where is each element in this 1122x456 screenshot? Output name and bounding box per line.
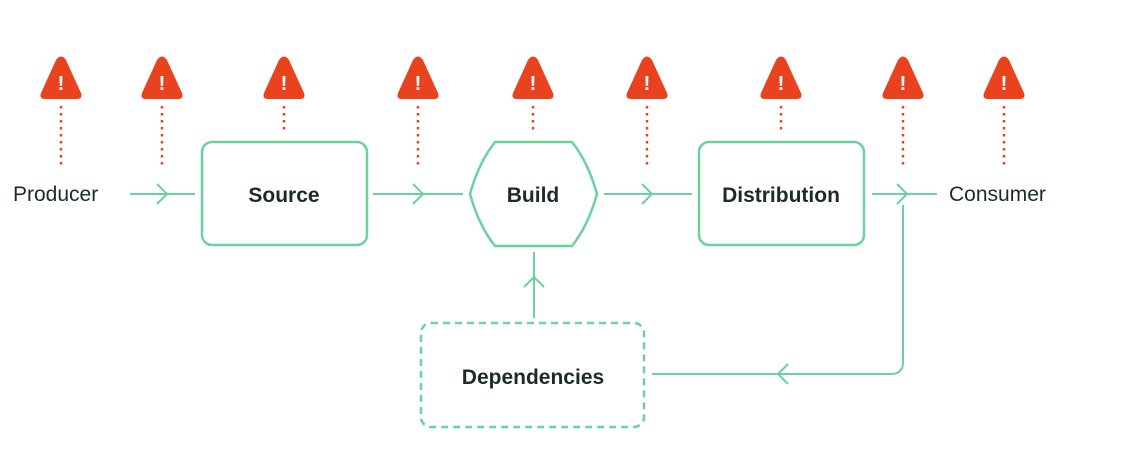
warning-mark: ! — [1001, 73, 1008, 95]
threat-distribution-consumer: ! — [882, 56, 924, 165]
threat-markers: ! ! ! ! ! ! ! — [40, 56, 1025, 165]
warning-mark: ! — [159, 73, 166, 95]
node-build: Build — [468, 140, 599, 248]
threat-producer-source: ! — [141, 56, 183, 165]
node-distribution-label: Distribution — [722, 184, 840, 207]
flow-distribution-consumer — [872, 183, 937, 205]
warning-triangle-icon — [397, 56, 439, 99]
flow-producer-source — [130, 183, 195, 205]
warning-triangle-icon — [141, 56, 183, 99]
warning-triangle-icon — [983, 56, 1025, 99]
threat-source: ! — [263, 56, 305, 130]
node-source-label: Source — [248, 184, 319, 207]
warning-triangle-icon — [760, 56, 802, 99]
arrow-right-icon — [412, 183, 425, 205]
threat-source-build: ! — [397, 56, 439, 165]
flow-distribution-dependencies — [652, 205, 904, 385]
arrow-right-icon — [896, 183, 909, 205]
node-source: Source — [200, 140, 369, 247]
nodes: Source Build Distribution Dependencies — [200, 140, 866, 429]
arrow-right-icon — [156, 183, 169, 205]
warning-mark: ! — [644, 73, 651, 95]
node-dependencies-label: Dependencies — [462, 366, 604, 389]
arrow-up-icon — [523, 275, 545, 288]
warning-mark: ! — [530, 73, 537, 95]
node-distribution: Distribution — [697, 140, 866, 247]
warning-triangle-icon — [512, 56, 554, 99]
arrow-left-icon — [776, 363, 789, 385]
flow-build-distribution — [604, 183, 692, 205]
flow-dependencies-build — [523, 252, 545, 318]
warning-triangle-icon — [626, 56, 668, 99]
threat-build: ! — [512, 56, 554, 130]
warning-mark: ! — [778, 73, 785, 95]
producer-label: Producer — [13, 183, 98, 206]
warning-triangle-icon — [263, 56, 305, 99]
warning-triangle-icon — [882, 56, 924, 99]
threat-build-distribution: ! — [626, 56, 668, 165]
threat-consumer: ! — [983, 56, 1025, 165]
consumer-label: Consumer — [949, 183, 1046, 206]
warning-triangle-icon — [40, 56, 82, 99]
warning-mark: ! — [58, 73, 65, 95]
warning-mark: ! — [900, 73, 907, 95]
node-build-label: Build — [507, 184, 560, 207]
warning-mark: ! — [415, 73, 422, 95]
flow-source-build — [373, 183, 463, 205]
flow-connectors — [130, 183, 937, 385]
warning-mark: ! — [281, 73, 288, 95]
node-dependencies: Dependencies — [419, 321, 646, 429]
threat-distribution: ! — [760, 56, 802, 130]
threat-producer: ! — [40, 56, 82, 165]
arrow-right-icon — [641, 183, 654, 205]
